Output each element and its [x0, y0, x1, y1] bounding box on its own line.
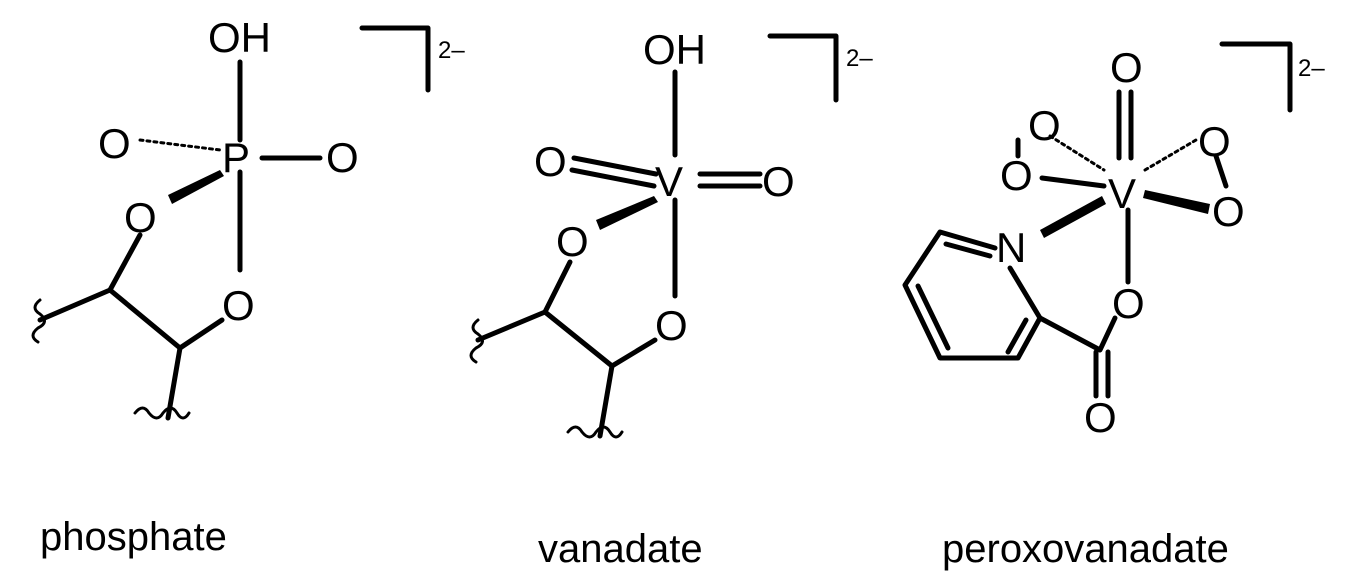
- bond-chain-down: [597, 363, 615, 439]
- wedge-bond-v-perox-right: [1143, 190, 1210, 214]
- squiggle-bottom: [133, 406, 191, 420]
- atom-carboxyl-o: O: [1112, 280, 1145, 327]
- squiggle-left: [469, 318, 484, 364]
- caption-vanadate: vanadate: [538, 527, 703, 571]
- squiggle-bottom: [566, 425, 624, 439]
- charge-bracket: [359, 25, 431, 93]
- peroxovanadate-structure: O V O O O O N O O 2– peroxovanadate: [902, 41, 1325, 571]
- double-bond-v-o-left-b: [569, 167, 657, 189]
- caption-phosphate: phosphate: [40, 515, 227, 559]
- atom-oh: OH: [643, 26, 706, 73]
- atom-perox-right-lower: O: [1212, 188, 1245, 235]
- atom-vanadium: V: [1108, 170, 1136, 217]
- charge-label: 2–: [438, 37, 465, 64]
- bond-perox-right-oo: [1213, 153, 1229, 189]
- pyridine-double-2: [915, 283, 951, 351]
- ring-backbone: [107, 232, 225, 351]
- atom-o-left: O: [98, 120, 131, 167]
- pyridine-double-1: [943, 241, 993, 259]
- charge-label: 2–: [1298, 55, 1325, 82]
- atom-vanadium: V: [655, 158, 683, 205]
- atom-perox-right-upper: O: [1198, 118, 1231, 165]
- vanadate-structure: OH V O O O O 2– vanadate: [469, 26, 873, 571]
- double-bond-v-o-left-a: [571, 155, 659, 177]
- atom-oh: OH: [208, 14, 271, 61]
- atom-phosphorus: P: [222, 134, 250, 181]
- caption-peroxovanadate: peroxovanadate: [942, 527, 1229, 571]
- atom-ring-o1: O: [124, 194, 157, 241]
- atom-o-right: O: [326, 134, 359, 181]
- atom-o-top: O: [1110, 44, 1143, 91]
- wedge-bond-v-ring-o1: [596, 196, 658, 230]
- atom-ring-o2: O: [222, 282, 255, 329]
- atom-nitrogen: N: [996, 224, 1026, 271]
- bond-v-perox-left-lower: [1039, 175, 1107, 189]
- phosphate-structure: OH P O O O O 2– phosphate: [31, 14, 465, 559]
- bond-chain-left: [475, 309, 548, 343]
- wedge-bond-p-ring-o1: [168, 170, 224, 204]
- atom-carbonyl-o: O: [1084, 394, 1117, 441]
- charge-bracket: [767, 33, 839, 103]
- wedge-bond-n-v: [1040, 196, 1106, 238]
- hashed-bond-v-perox-left: [1048, 134, 1106, 172]
- ring-backbone: [542, 259, 658, 369]
- atom-o-left: O: [534, 138, 567, 185]
- charge-label: 2–: [846, 45, 873, 72]
- squiggle-left: [31, 298, 46, 344]
- carboxylate-bonds: [1037, 315, 1118, 353]
- hashed-bond-p-o-left: [138, 138, 222, 152]
- atom-o-right: O: [762, 158, 795, 205]
- atom-ring-o2: O: [655, 302, 688, 349]
- charge-bracket: [1219, 41, 1293, 113]
- atom-perox-left-upper: O: [1028, 102, 1061, 149]
- atom-ring-o1: O: [556, 218, 589, 265]
- atom-perox-left-lower: O: [1000, 152, 1033, 199]
- bond-chain-left: [37, 287, 113, 323]
- hashed-bond-v-perox-right: [1143, 138, 1198, 172]
- bond-chain-down: [165, 345, 183, 421]
- pyridine-double-3: [1005, 317, 1029, 355]
